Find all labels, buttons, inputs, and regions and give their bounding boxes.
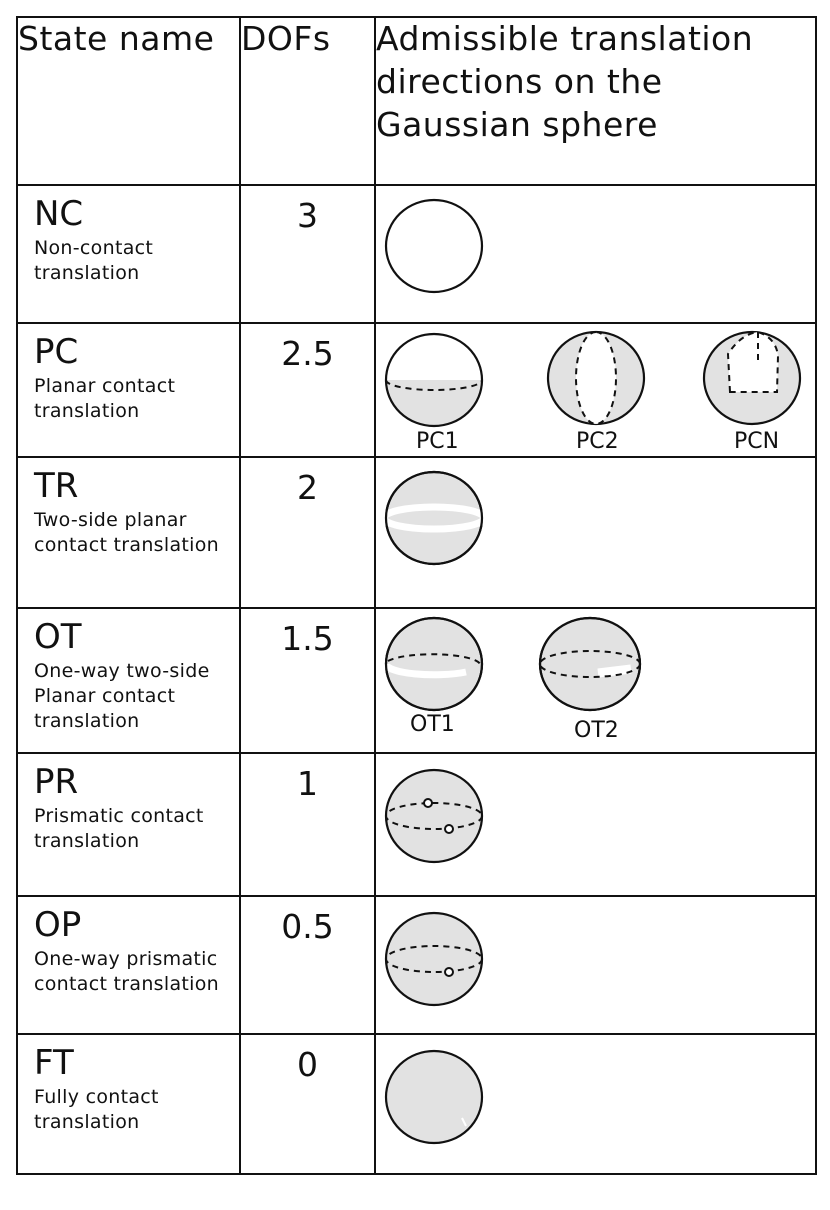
dofs-value: 2.5 (281, 334, 334, 373)
state-description: Fully contact translation (34, 1086, 159, 1133)
table-row: PC Planar contact translation 2.5 (16, 322, 817, 458)
figure-label-pc2: PC2 (576, 429, 619, 454)
tr-sphere (380, 470, 488, 566)
table-row: FT Fully contact translation 0 (16, 1033, 817, 1175)
figure-cell: OT1 OT2 (374, 607, 817, 754)
figure-cell (374, 1033, 817, 1175)
dofs-value: 1 (297, 764, 318, 803)
table-row: PR Prismatic contact translation 1 (16, 752, 817, 897)
ot1-sphere (382, 616, 484, 712)
table-row: TR Two-side planar contact translation 2 (16, 456, 817, 609)
figure-label-pc1: PC1 (416, 429, 459, 454)
dofs-cell: 1.5 (239, 607, 376, 754)
state-description: One-way prismatic contact translation (34, 948, 220, 995)
state-description: Prismatic contact translation (34, 805, 204, 852)
dofs-cell: 3 (239, 184, 376, 324)
figure-cell (374, 456, 817, 609)
dofs-value: 2 (297, 468, 318, 507)
table-row: OP One-way prismatic contact translation… (16, 895, 817, 1035)
dofs-cell: 0 (239, 1033, 376, 1175)
state-cell: NC Non-contact translation (16, 184, 241, 324)
state-name: FT (34, 1043, 74, 1083)
dofs-value: 0 (297, 1045, 318, 1084)
pc1-sphere (384, 332, 484, 428)
state-cell: TR Two-side planar contact translation (16, 456, 241, 609)
state-table: State name DOFs Admissible translation d… (16, 16, 817, 1175)
state-name: OP (34, 905, 82, 945)
pr-sphere (384, 768, 484, 864)
pcn-sphere (702, 330, 802, 426)
dofs-cell: 2 (239, 456, 376, 609)
state-cell: PC Planar contact translation (16, 322, 241, 458)
dofs-cell: 0.5 (239, 895, 376, 1035)
state-name: NC (34, 194, 84, 234)
figure-label-ot1: OT1 (410, 712, 455, 737)
state-description: Planar contact translation (34, 375, 176, 422)
table-row: OT One-way two-side Planar contact trans… (16, 607, 817, 754)
op-sphere-figure (384, 911, 484, 1007)
state-name: OT (34, 617, 82, 657)
op-sphere (384, 911, 484, 1007)
header-directions: Admissible translation directions on the… (374, 16, 817, 186)
ot-sphere-figures: OT1 OT2 (382, 616, 642, 743)
state-description: Two-side planar contact translation (34, 509, 220, 556)
figure-label-pcn: PCN (734, 429, 779, 454)
ot2-sphere (538, 616, 642, 712)
figure-cell (374, 895, 817, 1035)
tr-sphere-figure (380, 470, 488, 566)
ft-sphere-figure (384, 1049, 484, 1145)
header-row: State name DOFs Admissible translation d… (16, 16, 817, 186)
state-cell: OT One-way two-side Planar contact trans… (16, 607, 241, 754)
state-description: Non-contact translation (34, 237, 154, 284)
dofs-value: 3 (297, 196, 318, 235)
header-state-name: State name (16, 16, 241, 186)
dofs-value: 1.5 (281, 619, 334, 658)
table-row: NC Non-contact translation 3 (16, 184, 817, 324)
figure-cell (374, 752, 817, 897)
dofs-cell: 2.5 (239, 322, 376, 458)
sphere (384, 198, 484, 294)
state-cell: FT Fully contact translation (16, 1033, 241, 1175)
dofs-cell: 1 (239, 752, 376, 897)
figure-cell (374, 184, 817, 324)
ft-sphere (384, 1049, 484, 1145)
state-name: TR (34, 466, 79, 506)
state-name: PC (34, 332, 79, 372)
state-description: One-way two-side Planar contact translat… (34, 660, 210, 732)
state-name: PR (34, 762, 79, 802)
figure-cell: PC1 PC2 PCN (374, 322, 817, 458)
state-cell: PR Prismatic contact translation (16, 752, 241, 897)
pc2-sphere (546, 330, 646, 426)
pc-sphere-figures: PC1 PC2 PCN (384, 330, 802, 454)
nc-sphere-figure (384, 198, 484, 294)
header-dofs: DOFs (239, 16, 376, 186)
state-cell: OP One-way prismatic contact translation (16, 895, 241, 1035)
pr-sphere-figure (384, 768, 484, 864)
dofs-value: 0.5 (281, 907, 334, 946)
figure-label-ot2: OT2 (574, 718, 619, 743)
